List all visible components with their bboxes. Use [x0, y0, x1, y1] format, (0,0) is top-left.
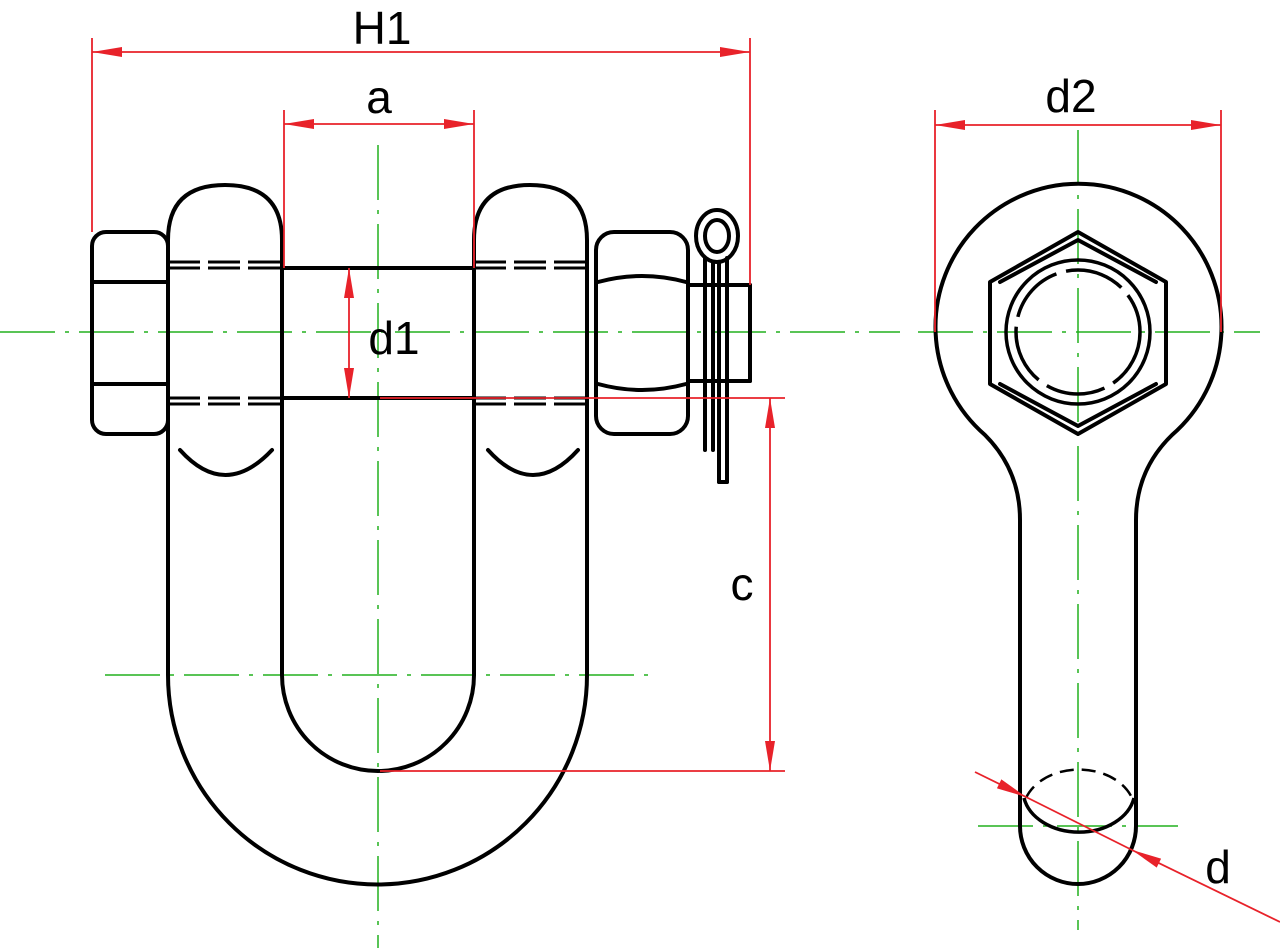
d-leader-upper	[974, 771, 1027, 798]
label-d: d	[1205, 841, 1231, 893]
side-bottom-solid	[1004, 258, 1152, 834]
dimension-labels: H1 a d1 c d2 d	[353, 2, 1231, 893]
side-pin-hidden-circle	[1014, 268, 1142, 396]
side-bottom-hidden	[1024, 768, 1134, 799]
right-ear-arc	[486, 448, 580, 477]
label-d2: d2	[1045, 70, 1096, 122]
label-d1: d1	[368, 312, 419, 364]
front-view	[90, 183, 752, 887]
left-bolt-head	[90, 230, 170, 436]
d-inner-line	[1025, 796, 1133, 851]
label-a: a	[366, 71, 392, 123]
side-eye-outline	[933, 181, 1224, 886]
left-ear-arc	[178, 448, 274, 477]
shackle-body-outer	[166, 183, 589, 887]
cotter-pin-loop	[694, 208, 740, 264]
shackle-body-inner	[280, 396, 476, 773]
dimensions	[91, 38, 1280, 923]
centerlines	[0, 130, 1260, 948]
side-hex-nut	[988, 230, 1168, 436]
d-leader-lower	[1131, 849, 1280, 923]
label-h1: H1	[353, 2, 412, 54]
label-c: c	[731, 558, 754, 610]
side-hidden	[1014, 268, 1142, 396]
side-view	[933, 181, 1224, 886]
right-nut	[594, 230, 690, 436]
